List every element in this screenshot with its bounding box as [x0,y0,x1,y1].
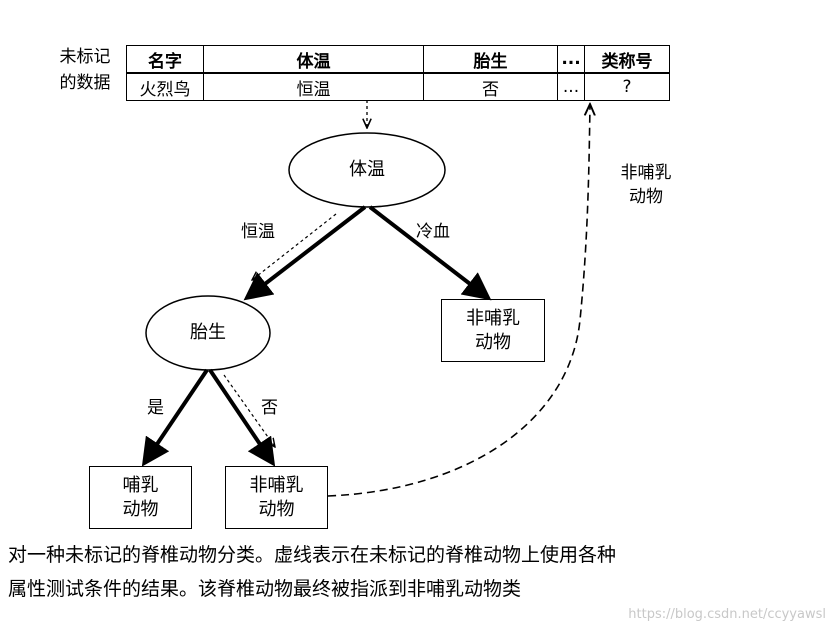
header-name: 名字 [126,45,204,74]
record-value-row: 火烈鸟 恒温 否 ... ? [126,72,670,101]
leaf-mammal-text: 哺乳 动物 [122,474,159,520]
internal-node-label: 胎生 [190,322,226,343]
header-viviparous: 胎生 [423,45,558,74]
edge-label-yes: 是 [147,398,164,418]
record-label-line1: 未标记 [59,47,111,67]
caption-line2: 属性测试条件的结果。该脊椎动物最终被指派到非哺乳动物类 [8,578,522,600]
header-class-label: 类称号 [584,45,670,74]
record-label-line2: 的数据 [59,73,111,93]
leaf-non-mammal-cold-text: 非哺乳 动物 [466,307,520,353]
unlabeled-record-table: 名字 体温 胎生 ... 类称号 火烈鸟 恒温 否 ... ? [126,45,670,101]
dashed-back-to-class [327,104,590,497]
value-ellipsis: ... [557,72,585,101]
record-label: 未标记 的数据 [48,47,122,93]
leaf-mammal: 哺乳 动物 [89,466,192,529]
edge-label-warm: 恒温 [241,222,275,242]
internal-node-shape [145,295,271,371]
value-viviparous: 否 [423,72,558,101]
edge-no [208,368,276,467]
edge-label-no: 否 [261,398,278,418]
value-name: 火烈鸟 [126,72,204,101]
back-arrow-label: 非哺乳 动物 [620,163,672,207]
dashed-no [223,374,275,447]
root-node-label: 体温 [349,159,385,180]
edge-yes [141,368,209,467]
edge-label-cold: 冷血 [416,222,450,242]
root-node-shape [288,132,446,208]
record-header-row: 名字 体温 胎生 ... 类称号 [126,45,670,74]
leaf-non-mammal-text: 非哺乳 动物 [249,474,304,520]
caption-line1: 对一种未标记的脊椎动物分类。虚线表示在未标记的脊椎动物上使用各种 [8,544,617,566]
edge-warm [243,205,367,301]
watermark: https://blog.csdn.net/ccyyawsl [628,607,826,622]
edge-cold [368,205,492,301]
header-body-temperature: 体温 [203,45,424,74]
leaf-non-mammal: 非哺乳 动物 [225,466,328,529]
figure-caption: 对一种未标记的脊椎动物分类。虚线表示在未标记的脊椎动物上使用各种 属性测试条件的… [0,538,834,606]
value-body-temperature: 恒温 [203,72,424,101]
value-class-label: ? [584,72,670,101]
leaf-non-mammal-cold: 非哺乳 动物 [441,299,545,362]
